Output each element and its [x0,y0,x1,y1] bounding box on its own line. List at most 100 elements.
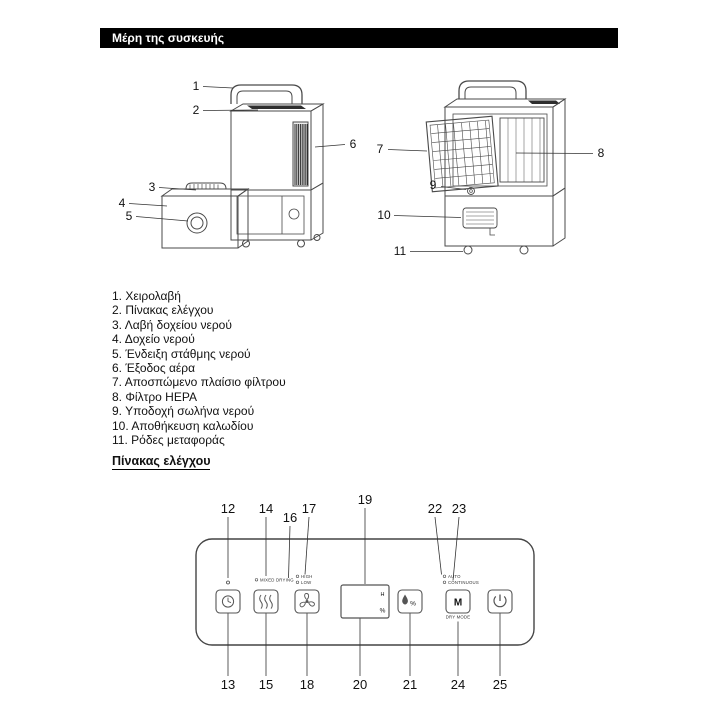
callout-7: 7 [377,142,384,156]
front-view-diagram [229,84,325,248]
tank-handle-ridges [189,184,219,189]
hepa-filter [499,117,545,183]
air-outlet-louvers [294,124,308,185]
part-label: Ένδειξη στάθμης νερού [125,346,251,361]
part-number: 4. [112,332,123,347]
top-vent [528,100,560,104]
back-view-diagram [425,80,567,255]
hose-connection-inner [469,189,473,193]
part-label: Ρόδες μεταφοράς [131,433,225,448]
part-number: 11. [112,433,128,448]
section-header-title: Μέρη της συσκευής [112,31,225,45]
panel-callout-numbers: 12 14 16 17 19 22 23 13 15 18 20 21 24 2… [221,492,507,692]
parts-list-item: 5. Ένδειξη στάθμης νερού [112,347,286,361]
parts-list-item: 9. Υποδοχή σωλήνα νερού [112,404,286,418]
svg-text:HIGH: HIGH [301,574,313,579]
back-face [444,106,554,197]
part-label: Χειρολαβή [125,289,181,303]
callout-24: 24 [451,677,465,692]
callout-10: 10 [377,208,391,222]
display-h-label: H [381,592,385,598]
part-label: Πίνακας ελέγχου [125,303,214,318]
part-number: 5. [112,346,123,361]
callout-13: 13 [221,677,235,692]
callout-15: 15 [259,677,273,692]
part-label: Αποθήκευση καλωδίου [131,418,254,433]
parts-list-item: 8. Φίλτρο HEPA [112,390,286,404]
panel-buttons [215,584,513,619]
drop-icon [402,594,408,605]
fan-icon [299,593,315,608]
cord-plug [489,228,495,236]
section-header: Μέρη της συσκευής [100,28,618,48]
part-number: 8. [112,389,123,404]
parts-list-item: 6. Έξοδος αέρα [112,361,286,375]
callout-22: 22 [428,501,442,516]
parts-list: 1. Χειρολαβή 2. Πίνακας ελέγχου 3. Λαβή … [112,289,286,447]
tank-side-face [237,188,249,249]
cord-wraps [466,211,494,225]
mixed-drying-icon [259,594,273,609]
callout-9: 9 [430,178,437,192]
svg-text:AUTO: AUTO [448,574,461,579]
filter-frame [425,115,499,193]
part-label: Υποδοχή σωλήνα νερού [125,404,255,419]
hose-connection [467,187,475,195]
parts-list-item: 1. Χειρολαβή [112,289,286,303]
panel-leader-lines-bottom [227,613,501,676]
lower-body [230,189,312,241]
callout-17: 17 [302,501,316,516]
handle-outline [230,84,303,104]
tank-handle [185,182,227,190]
device-diagrams-svg: 1 2 3 4 5 6 7 8 9 10 11 [119,79,605,258]
callout-16: 16 [283,510,297,525]
hepa-pleats [507,118,541,182]
handle-outline [458,80,527,99]
humidity-set-button [397,589,423,614]
callout-20: 20 [353,677,367,692]
mixed-drying-indicator: MIXED DRYING [254,578,294,583]
parts-list-item: 4. Δοχείο νερού [112,332,286,346]
caster-left [463,245,473,255]
control-panel-svg: MIXED DRYING HIGH LOW AUTO CONTINUOUS [195,492,535,692]
timer-led [226,580,230,585]
part-label: Δοχείο νερού [124,332,195,347]
part-label: Έξοδος αέρα [125,361,196,376]
tank-cavity [236,195,305,235]
part-number: 3. [112,317,123,332]
side-face [552,98,566,197]
callout-25: 25 [493,677,507,692]
part-number: 1. [112,289,123,303]
svg-text:CONTINUOUS: CONTINUOUS [448,580,479,585]
power-button [487,589,513,614]
callout-14: 14 [259,501,273,516]
parts-list-item: 3. Λαβή δοχείου νερού [112,318,286,332]
wheel-front-right [297,239,305,248]
display-percent-label: % [380,608,386,615]
wheel-side [313,234,321,241]
fan-speed-indicators: HIGH LOW [295,574,313,585]
top-vent [247,105,306,109]
panel-leader-lines-top [227,508,460,584]
mode-button [445,589,471,614]
callout-12: 12 [221,501,235,516]
humidity-display [340,584,390,619]
control-panel-heading: Πίνακας ελέγχου [112,454,211,470]
diagram-callout-numbers: 1 2 3 4 5 6 7 8 9 10 11 [119,79,605,258]
callout-1: 1 [193,79,200,93]
humidity-set-icon: % [402,594,416,608]
power-icon [493,594,507,608]
caster-right [519,245,529,255]
mode-sub-label: DRY MODE [446,615,471,620]
part-number: 2. [112,303,123,318]
water-level-window [186,212,208,234]
parts-list-item: 2. Πίνακας ελέγχου [112,303,286,317]
svg-text:MIXED DRYING: MIXED DRYING [260,578,294,583]
callout-19: 19 [358,492,372,507]
callout-18: 18 [300,677,314,692]
callout-11: 11 [394,244,407,258]
part-number: 6. [112,361,123,376]
part-label: Φίλτρο HEPA [125,389,197,404]
parts-list-item: 10. Αποθήκευση καλωδίου [112,419,286,433]
